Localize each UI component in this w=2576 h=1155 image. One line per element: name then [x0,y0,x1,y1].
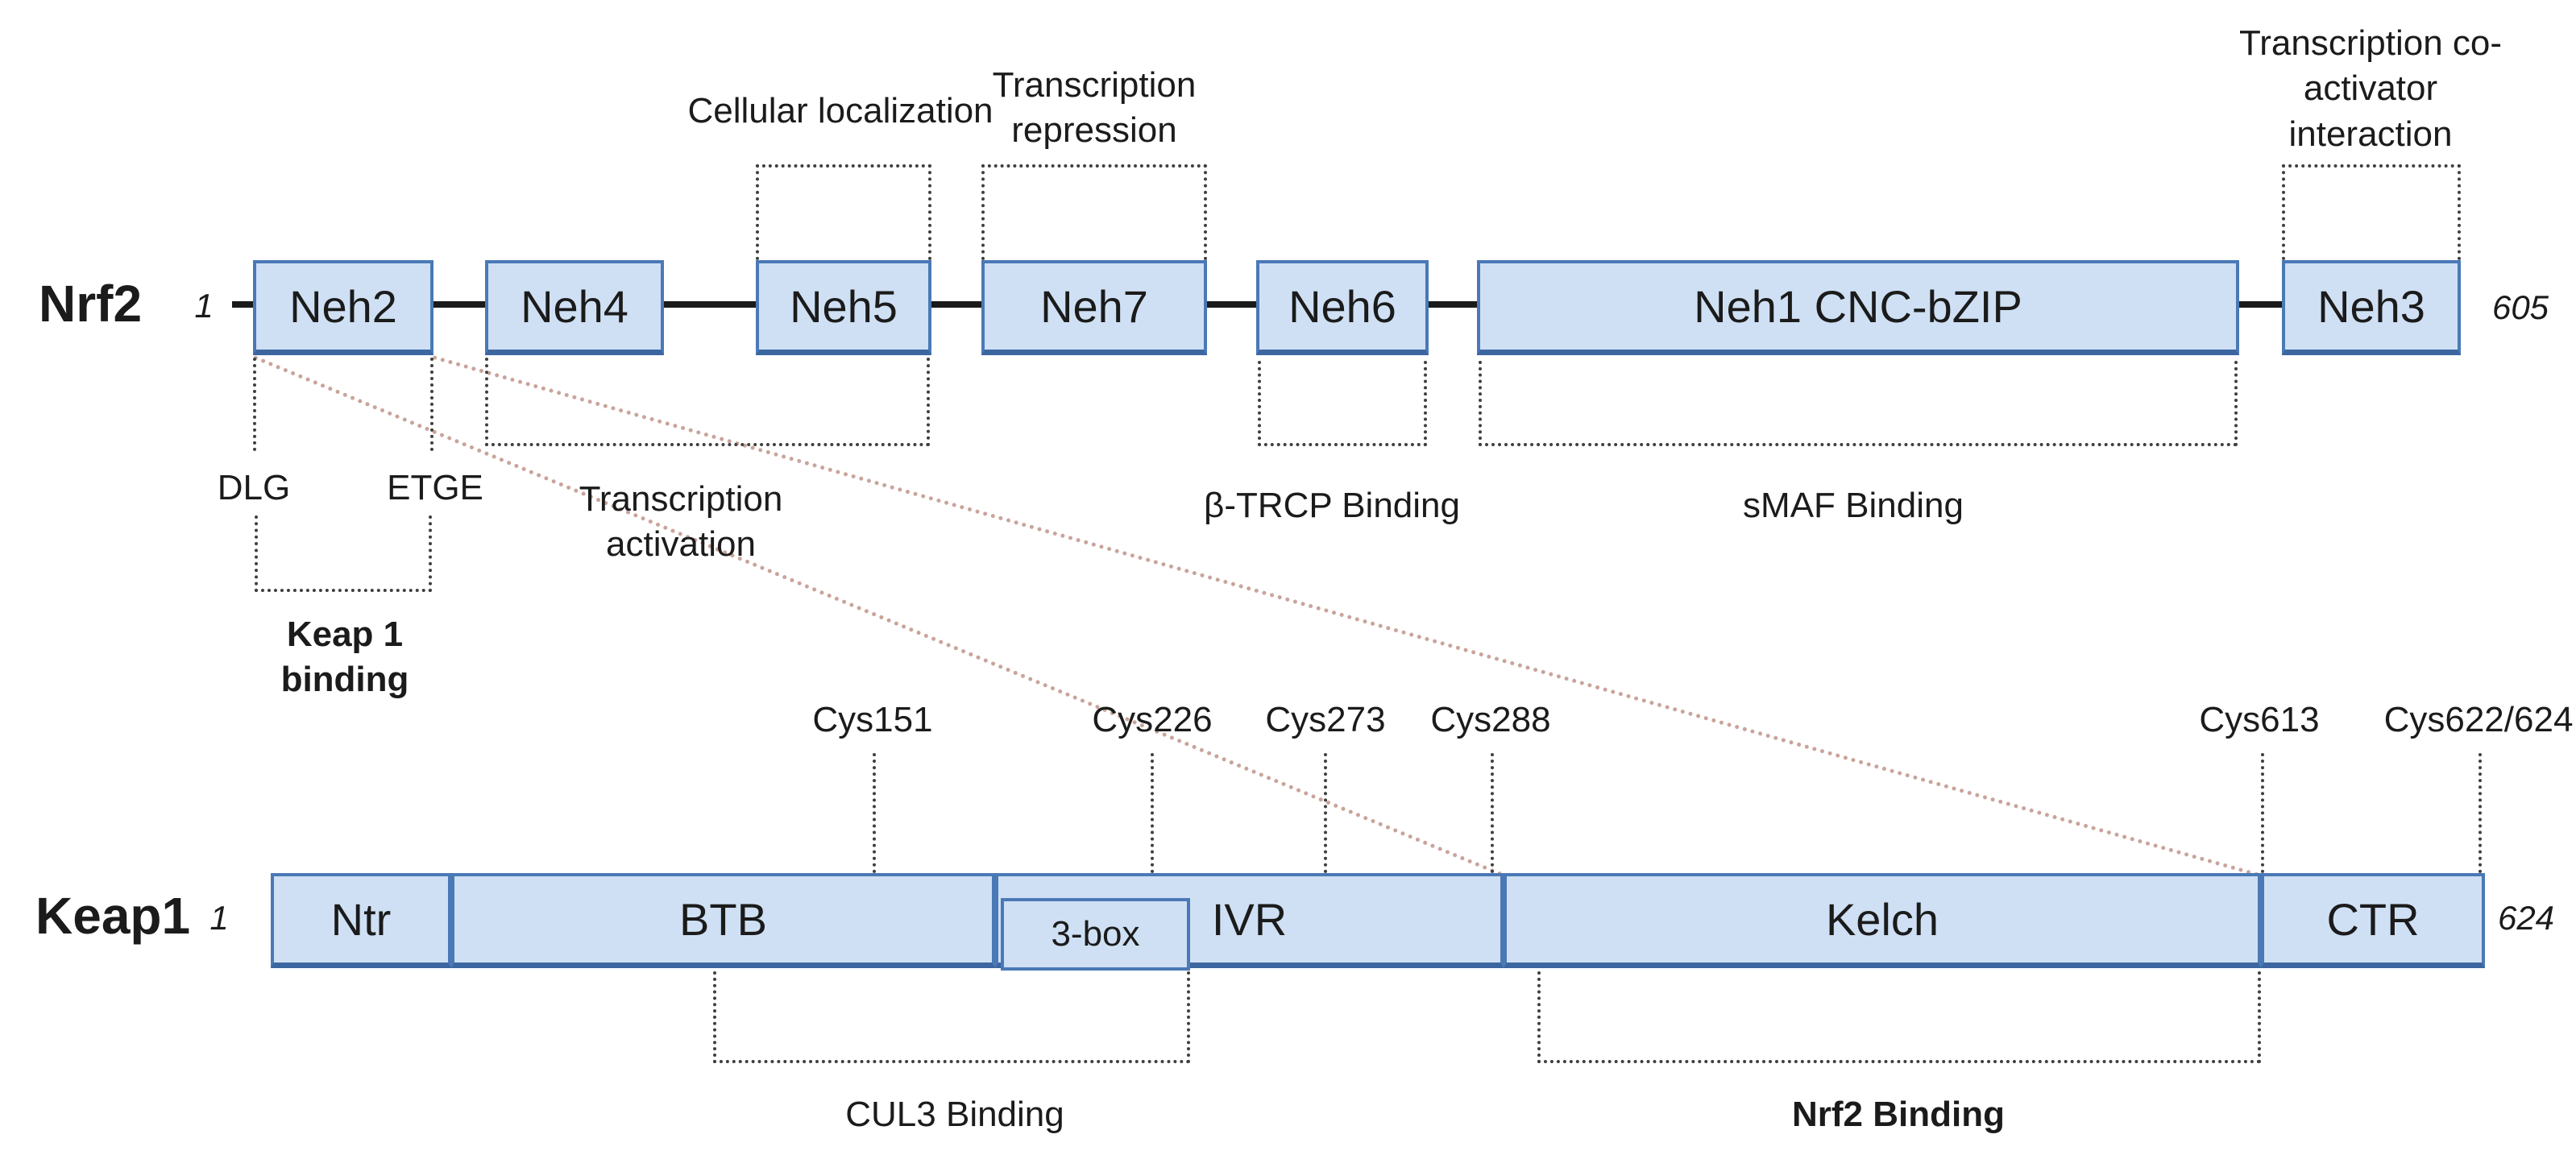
cys273-label: Cys273 [1265,700,1386,739]
transcription-activation-bracket [485,358,930,446]
nrf2-end-residue: 605 [2491,288,2549,326]
domain-box-btb: BTB [451,873,995,968]
cys613-marker-line [2261,753,2264,873]
domain-box-neh4: Neh4 [485,260,664,355]
domain-box-neh2: Neh2 [253,260,433,355]
cys613-label: Cys613 [2199,700,2320,739]
cys622-624-label: Cys622/624 [2383,700,2574,739]
domain-box-neh5: Neh5 [756,260,931,355]
neh7-callout-rect [981,164,1207,260]
nrf2-binding-label: Nrf2 Binding [1792,1095,2005,1134]
btrcp-binding-label: β-TRCP Binding [1204,486,1460,525]
cys288-label: Cys288 [1430,700,1551,739]
transcription-activation-label: Transcription activation [579,479,783,565]
smaf-binding-bracket [1479,361,2238,446]
btrcp-binding-bracket [1258,361,1427,446]
keap1-protein-title: Keap1 [35,887,191,945]
keap1-start-residue: 1 [209,899,229,937]
domain-box-neh7: Neh7 [981,260,1207,355]
cellular-localization-label: Cellular localization [687,91,993,130]
cys226-marker-line [1151,753,1154,873]
cul3-binding-bracket [713,971,1190,1063]
domain-box-kelch: Kelch [1504,873,2261,968]
domain-box-ntr: Ntr [271,873,451,968]
cys273-marker-line [1324,753,1327,873]
cys288-marker-line [1491,753,1494,873]
smaf-binding-label: sMAF Binding [1743,486,1964,525]
domain-box-neh6: Neh6 [1256,260,1429,355]
domain-box-3box: 3-box [1001,898,1190,971]
neh5-callout-rect [756,164,931,260]
transcription-repression-label: Transcription repression [992,65,1197,151]
transcription-coactivator-label: Transcription co-activator interaction [2238,23,2503,154]
nrf2-start-residue: 1 [194,287,214,325]
keap1-end-residue: 624 [2497,899,2555,937]
cul3-binding-label: CUL3 Binding [845,1095,1064,1134]
dlg-marker-line [253,358,256,451]
etge-marker-line [430,358,433,451]
etge-motif-label: ETGE [387,468,483,507]
dlg-motif-label: DLG [217,468,291,507]
nrf2-binding-bracket [1537,971,2261,1063]
cys151-label: Cys151 [812,700,933,739]
keap1-binding-bracket [255,515,432,592]
cys151-marker-line [873,753,876,873]
nrf2-protein-title: Nrf2 [39,275,143,333]
domain-box-neh3: Neh3 [2282,260,2461,355]
neh3-callout-rect [2282,164,2461,260]
cys226-label: Cys226 [1092,700,1213,739]
cys622-624-marker-line [2479,753,2482,873]
domain-box-neh1-cnc-bzip: Neh1 CNC-bZIP [1477,260,2239,355]
domain-box-ctr: CTR [2261,873,2485,968]
keap1-binding-label: Keap 1 binding [280,615,409,700]
